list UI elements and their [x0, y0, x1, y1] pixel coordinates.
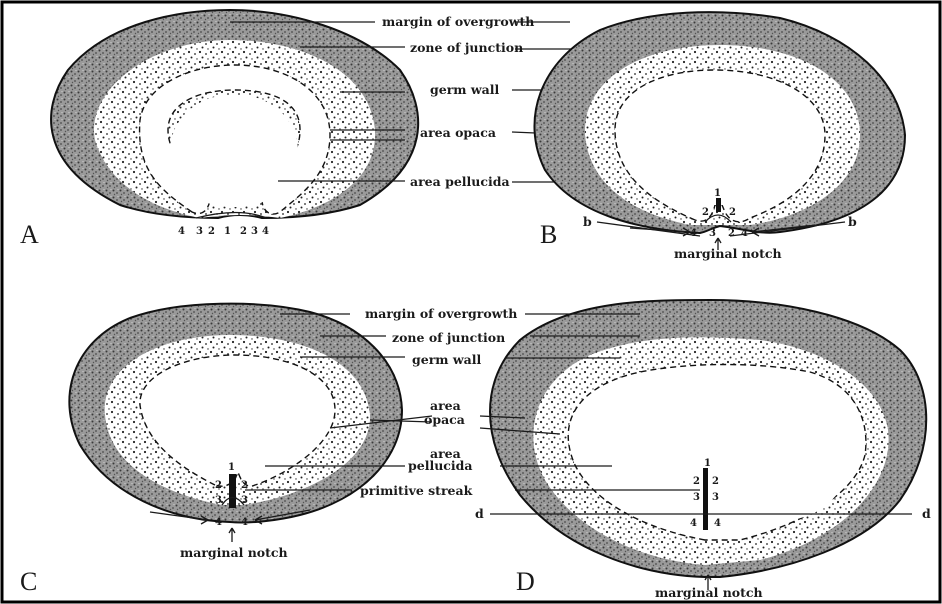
label-margin-of-overgrowth: margin of overgrowth: [365, 306, 517, 321]
number: 3: [709, 228, 716, 239]
panel-d: 1 2 2 3 3 4 4 d d marginal notch D: [475, 300, 931, 600]
marker-d-right: d: [922, 506, 931, 521]
label-marginal-notch: marginal notch: [674, 246, 782, 261]
panel-a-numbers: 4 3 2 1 2 3 4: [178, 226, 269, 237]
label-marginal-notch: marginal notch: [180, 545, 288, 560]
label-area-opaca: area opaca: [420, 125, 496, 140]
number: 4: [215, 517, 222, 528]
number: 2: [728, 228, 735, 239]
label-margin-of-overgrowth: margin of overgrowth: [382, 14, 534, 29]
number: 3: [712, 492, 719, 503]
number: 1: [224, 226, 231, 237]
number: 2: [693, 476, 700, 487]
number: 2: [208, 226, 215, 237]
marker-d-left: d: [475, 506, 484, 521]
label-germ-wall: germ wall: [430, 82, 499, 97]
label-pellucida: pellucida: [408, 458, 472, 473]
number: 3: [215, 495, 222, 506]
panel-c-primitive-streak: [229, 474, 236, 508]
number: 3: [196, 226, 203, 237]
panel-b-streak: [716, 198, 721, 212]
number: 3: [241, 495, 248, 506]
panel-d-pellucida-fill: [600, 390, 850, 520]
number: 1: [714, 188, 721, 199]
number: 2: [240, 226, 247, 237]
label-area-pellucida: area pellucida: [410, 174, 510, 189]
panel-c-pellucida-fill: [160, 370, 320, 460]
number: 2: [702, 207, 709, 218]
panel-label-d: D: [516, 567, 535, 596]
number: 4: [714, 518, 721, 529]
panel-a-pellucida-fill: [170, 95, 298, 207]
label-germ-wall: germ wall: [412, 352, 481, 367]
number: 4: [241, 517, 248, 528]
number: 4: [690, 228, 697, 239]
number: 2: [729, 207, 736, 218]
number: 4: [690, 518, 697, 529]
label-zone-of-junction: zone of junction: [392, 330, 505, 345]
panel-d-primitive-streak: [703, 468, 708, 530]
number: 1: [228, 462, 235, 473]
marker-b-right: b: [848, 214, 857, 229]
number: 4: [262, 226, 269, 237]
number: 3: [251, 226, 258, 237]
marker-b-left: b: [583, 214, 592, 229]
panel-label-a: A: [20, 220, 39, 249]
panel-label-c: C: [20, 567, 37, 596]
number: 1: [704, 458, 711, 469]
label-marginal-notch: marginal notch: [655, 585, 763, 600]
number: 4: [178, 226, 185, 237]
label-area: area: [430, 398, 461, 413]
panel-label-b: B: [540, 220, 557, 249]
panel-b: 1 2 2 3 2 4 4 b b marginal notch B: [534, 12, 905, 261]
number: 2: [712, 476, 719, 487]
notch-arrow: [229, 528, 235, 542]
label-primitive-streak: primitive streak: [360, 483, 473, 498]
panel-c: 1 2 2 3 3 4 4 margin of overgrowth zone …: [20, 304, 517, 596]
number: 2: [215, 480, 222, 491]
number: 3: [693, 492, 700, 503]
label-zone-of-junction: zone of junction: [410, 40, 523, 55]
label-opaca: opaca: [424, 412, 465, 427]
